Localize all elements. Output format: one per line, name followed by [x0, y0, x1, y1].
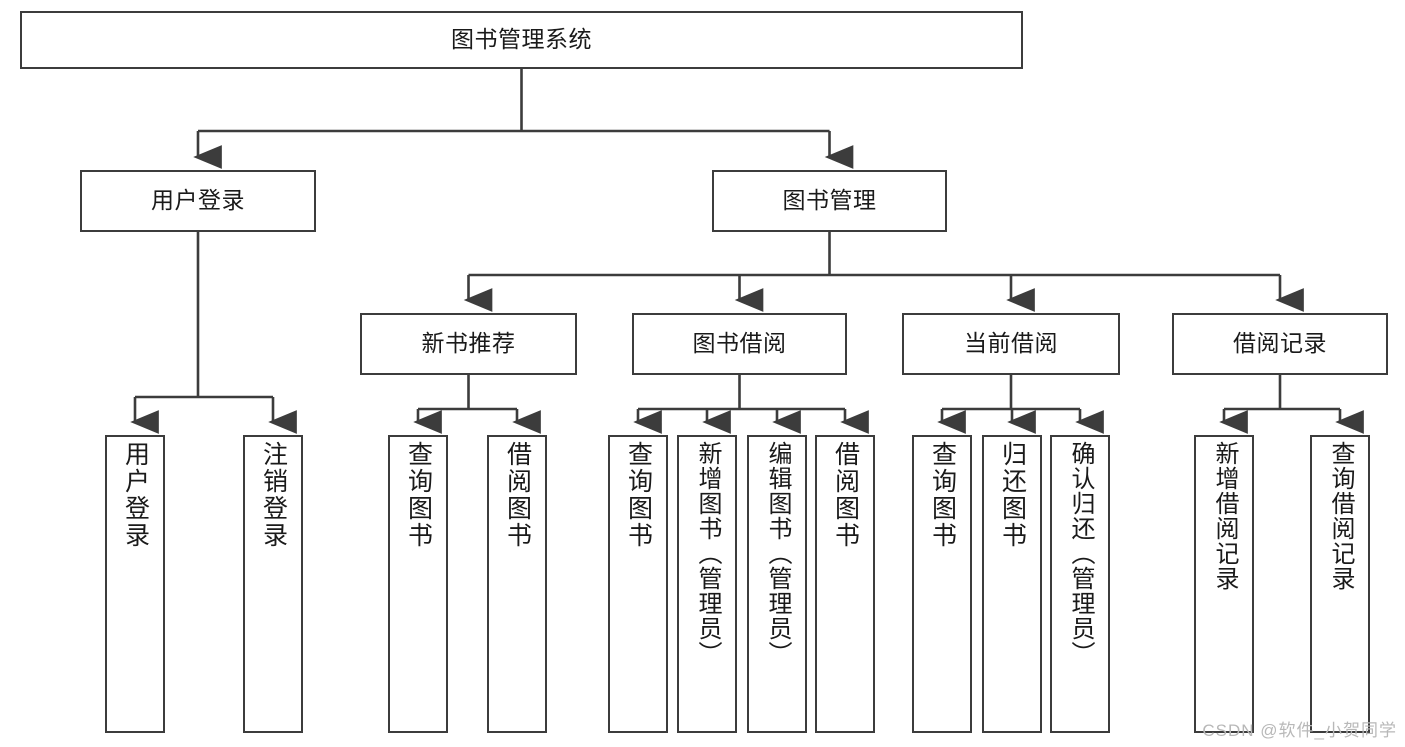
node-leaf-query-book-3-label: 查询图书 — [928, 441, 957, 549]
node-new-book-rec-label: 新书推荐 — [421, 330, 516, 357]
node-leaf-confirm-return-label: 确认归还（管理员） — [1066, 441, 1094, 666]
node-leaf-logout-label: 注销登录 — [259, 441, 288, 549]
node-leaf-add-record[interactable]: 新增借阅记录 — [1194, 435, 1254, 733]
node-new-book-rec[interactable]: 新书推荐 — [360, 313, 577, 375]
node-user-login-label: 用户登录 — [151, 187, 245, 214]
csdn-watermark: CSDN @软件_小贺同学 — [1202, 721, 1397, 740]
node-leaf-user-login-label: 用户登录 — [121, 441, 150, 549]
node-leaf-query-record-label: 查询借阅记录 — [1326, 441, 1354, 591]
node-leaf-logout[interactable]: 注销登录 — [243, 435, 303, 733]
node-book-borrow-label: 图书借阅 — [692, 330, 787, 357]
node-leaf-edit-book[interactable]: 编辑图书（管理员） — [747, 435, 807, 733]
node-root-label: 图书管理系统 — [451, 26, 592, 53]
node-leaf-borrow-book-1-label: 借阅图书 — [503, 441, 532, 549]
node-current-borrow-label: 当前借阅 — [964, 330, 1058, 357]
node-leaf-query-record[interactable]: 查询借阅记录 — [1310, 435, 1370, 733]
node-user-login[interactable]: 用户登录 — [80, 170, 316, 232]
node-leaf-edit-book-label: 编辑图书（管理员） — [763, 441, 791, 666]
node-leaf-borrow-book-1[interactable]: 借阅图书 — [487, 435, 547, 733]
node-leaf-add-book[interactable]: 新增图书（管理员） — [677, 435, 737, 733]
node-leaf-return-book[interactable]: 归还图书 — [982, 435, 1042, 733]
node-borrow-record[interactable]: 借阅记录 — [1172, 313, 1388, 375]
node-leaf-confirm-return[interactable]: 确认归还（管理员） — [1050, 435, 1110, 733]
node-leaf-borrow-book-2-label: 借阅图书 — [831, 441, 860, 549]
node-borrow-record-label: 借阅记录 — [1233, 330, 1327, 357]
node-book-manage[interactable]: 图书管理 — [712, 170, 947, 232]
node-leaf-borrow-book-2[interactable]: 借阅图书 — [815, 435, 875, 733]
node-leaf-add-record-label: 新增借阅记录 — [1210, 441, 1238, 591]
node-book-manage-label: 图书管理 — [782, 187, 877, 214]
node-leaf-query-book-3[interactable]: 查询图书 — [912, 435, 972, 733]
node-root[interactable]: 图书管理系统 — [20, 11, 1023, 69]
node-leaf-return-book-label: 归还图书 — [998, 441, 1027, 549]
node-leaf-add-book-label: 新增图书（管理员） — [693, 441, 721, 666]
node-book-borrow[interactable]: 图书借阅 — [632, 313, 847, 375]
node-leaf-user-login[interactable]: 用户登录 — [105, 435, 165, 733]
node-leaf-query-book-2-label: 查询图书 — [624, 441, 653, 549]
node-current-borrow[interactable]: 当前借阅 — [902, 313, 1120, 375]
node-leaf-query-book-2[interactable]: 查询图书 — [608, 435, 668, 733]
node-leaf-query-book-1-label: 查询图书 — [404, 441, 433, 549]
node-leaf-query-book-1[interactable]: 查询图书 — [388, 435, 448, 733]
